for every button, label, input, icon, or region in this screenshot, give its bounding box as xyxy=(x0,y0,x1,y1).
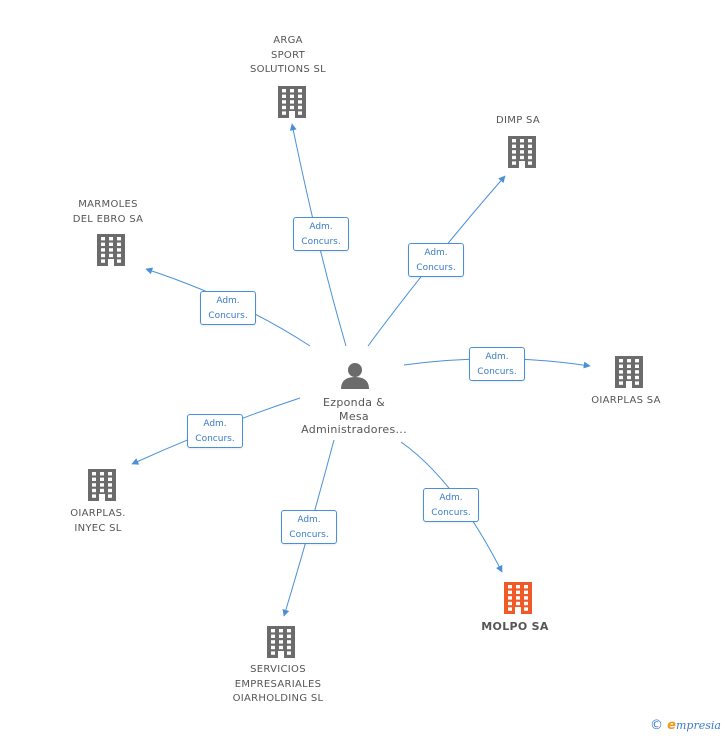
edge-badge-marmoles[interactable]: Adm. Concurs. xyxy=(200,291,256,325)
edge-badge-line2: Concurs. xyxy=(431,508,471,518)
edge-badge-oiarplas[interactable]: Adm. Concurs. xyxy=(469,347,525,381)
person-body xyxy=(341,377,369,389)
edge-badge-line1: Adm. xyxy=(439,493,463,503)
edge-badge-line1: Adm. xyxy=(203,419,227,429)
building-icon-marmoles[interactable] xyxy=(97,234,125,266)
edge-badge-line2: Concurs. xyxy=(289,530,329,540)
edge-badge-line2: Concurs. xyxy=(195,434,235,444)
edge-badge-line2: Concurs. xyxy=(416,263,456,273)
edge-badge-arga[interactable]: Adm. Concurs. xyxy=(293,217,349,251)
edge-badge-line1: Adm. xyxy=(485,352,509,362)
company-label-molpo[interactable]: MOLPO SA xyxy=(481,620,549,633)
person-head xyxy=(348,363,362,377)
edge-badge-molpo[interactable]: Adm. Concurs. xyxy=(423,488,479,522)
center-person-label[interactable]: Ezponda & Mesa Administradores... xyxy=(301,396,407,436)
company-label-arga[interactable]: ARGA SPORT SOLUTIONS SL xyxy=(249,35,327,75)
brand-logo-text: mpresia xyxy=(675,719,721,732)
edge-badge-servicios[interactable]: Adm. Concurs. xyxy=(281,510,337,544)
building-icon-oiarplas-inyec[interactable] xyxy=(88,469,116,501)
person-icon[interactable] xyxy=(341,363,369,389)
edge-badge-line1: Adm. xyxy=(309,222,333,232)
edge-badge-line1: Adm. xyxy=(216,296,240,306)
building-icon-molpo[interactable] xyxy=(504,582,532,614)
copyright-footer: © empresia xyxy=(650,718,721,738)
building-icon-oiarplas[interactable] xyxy=(615,356,643,388)
company-label-dimp[interactable]: DIMP SA xyxy=(496,115,540,126)
edge-badge-line2: Concurs. xyxy=(301,237,341,247)
building-icon-arga[interactable] xyxy=(278,86,306,118)
company-label-oiarplas-inyec[interactable]: OIARPLAS. INYEC SL xyxy=(70,508,126,534)
copyright-symbol: © xyxy=(650,718,663,733)
edge-badge-line2: Concurs. xyxy=(208,311,248,321)
edge-badge-dimp[interactable]: Adm. Concurs. xyxy=(408,243,464,277)
company-label-oiarplas[interactable]: OIARPLAS SA xyxy=(591,395,661,406)
brand-logo-initial: e xyxy=(667,718,676,733)
building-icons xyxy=(88,86,643,658)
edge-badge-line2: Concurs. xyxy=(477,367,517,377)
edge-badge-oiarplas-inyec[interactable]: Adm. Concurs. xyxy=(187,414,243,448)
company-label-servicios[interactable]: SERVICIOS EMPRESARIALES OIARHOLDING SL xyxy=(232,664,324,704)
building-icon-servicios[interactable] xyxy=(267,626,295,658)
edge-badge-line1: Adm. xyxy=(424,248,448,258)
edge-badge-line1: Adm. xyxy=(297,515,321,525)
company-label-marmoles[interactable]: MARMOLES DEL EBRO SA xyxy=(72,199,144,225)
building-icon-dimp[interactable] xyxy=(508,136,536,168)
